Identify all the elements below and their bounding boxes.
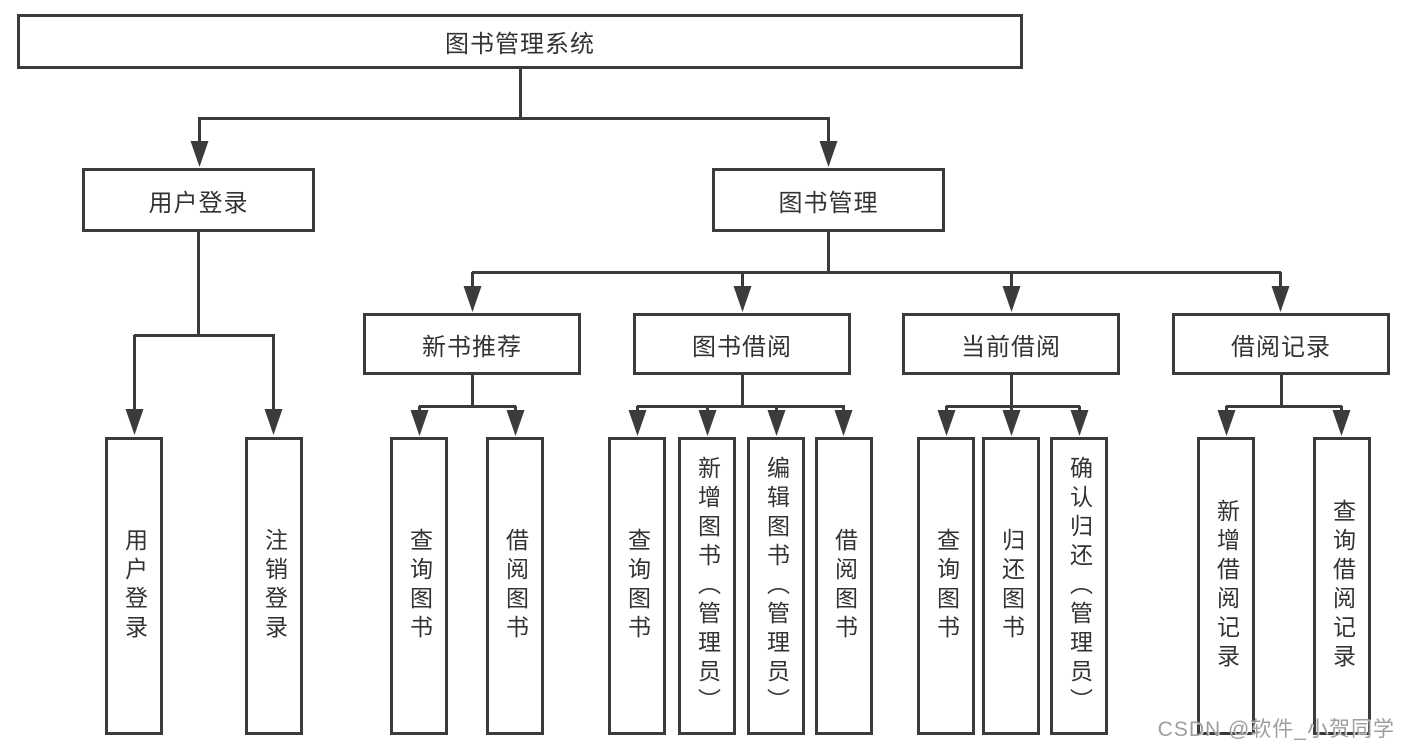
node-label: 查询图书: [933, 528, 960, 644]
arrowhead-icon: [190, 141, 209, 167]
arrowhead-icon: [1070, 410, 1089, 436]
node-label: 图书管理: [778, 189, 879, 217]
leaf-query-books-3: 查询图书: [917, 437, 975, 735]
leaf-borrow-books-1: 借阅图书: [486, 437, 544, 735]
arrowhead-icon: [1002, 410, 1021, 436]
node-label: 图书管理系统: [445, 31, 595, 58]
node-label: 借阅图书: [502, 528, 529, 644]
arrowhead-icon: [506, 410, 525, 436]
arrowhead-icon: [819, 141, 838, 167]
node-label: 新增图书（管理员）: [694, 455, 721, 717]
node-book-management: 图书管理: [712, 168, 945, 232]
leaf-return-book: 归还图书: [982, 437, 1040, 735]
arrowhead-icon: [410, 410, 429, 436]
node-label: 查询借阅记录: [1329, 499, 1356, 673]
node-label: 用户登录: [121, 528, 148, 644]
arrowhead-icon: [1332, 410, 1351, 436]
arrowhead-icon: [937, 410, 956, 436]
node-root: 图书管理系统: [17, 14, 1023, 69]
node-label: 查询图书: [624, 528, 651, 644]
node-label: 新书推荐: [422, 333, 522, 361]
node-label: 查询图书: [406, 528, 433, 644]
arrowhead-icon: [264, 409, 283, 435]
leaf-borrow-books-2: 借阅图书: [815, 437, 873, 735]
arrowhead-icon: [1217, 410, 1236, 436]
node-new-book-recommend: 新书推荐: [363, 313, 581, 375]
node-label: 图书借阅: [692, 333, 792, 361]
node-label: 归还图书: [998, 528, 1025, 644]
leaf-edit-book-admin: 编辑图书（管理员）: [747, 437, 805, 735]
leaf-add-book-admin: 新增图书（管理员）: [678, 437, 736, 735]
leaf-user-login: 用户登录: [105, 437, 163, 735]
arrowhead-icon: [1002, 286, 1021, 312]
leaf-add-borrow-record: 新增借阅记录: [1197, 437, 1255, 735]
node-book-borrow: 图书借阅: [633, 313, 851, 375]
leaf-query-borrow-record: 查询借阅记录: [1313, 437, 1371, 735]
leaf-query-books-1: 查询图书: [390, 437, 448, 735]
leaf-logout: 注销登录: [245, 437, 303, 735]
node-user-login: 用户登录: [82, 168, 315, 232]
node-label: 注销登录: [261, 528, 288, 644]
node-label: 编辑图书（管理员）: [763, 455, 790, 717]
arrowhead-icon: [767, 410, 786, 436]
arrowhead-icon: [834, 410, 853, 436]
arrowhead-icon: [733, 286, 752, 312]
arrowhead-icon: [463, 286, 482, 312]
arrowhead-icon: [125, 409, 144, 435]
node-label: 当前借阅: [961, 333, 1061, 361]
node-label: 借阅图书: [831, 528, 858, 644]
watermark: CSDN @软件_小贺同学: [1157, 718, 1395, 741]
arrowhead-icon: [628, 410, 647, 436]
leaf-query-books-2: 查询图书: [608, 437, 666, 735]
arrowhead-icon: [1271, 286, 1290, 312]
node-label: 用户登录: [148, 189, 249, 217]
node-label: 新增借阅记录: [1213, 499, 1240, 673]
node-borrow-records: 借阅记录: [1172, 313, 1390, 375]
leaf-confirm-return-admin: 确认归还（管理员）: [1050, 437, 1108, 735]
arrowhead-icon: [698, 410, 717, 436]
node-current-borrow: 当前借阅: [902, 313, 1120, 375]
node-label: 借阅记录: [1231, 333, 1331, 361]
node-label: 确认归还（管理员）: [1066, 455, 1093, 717]
